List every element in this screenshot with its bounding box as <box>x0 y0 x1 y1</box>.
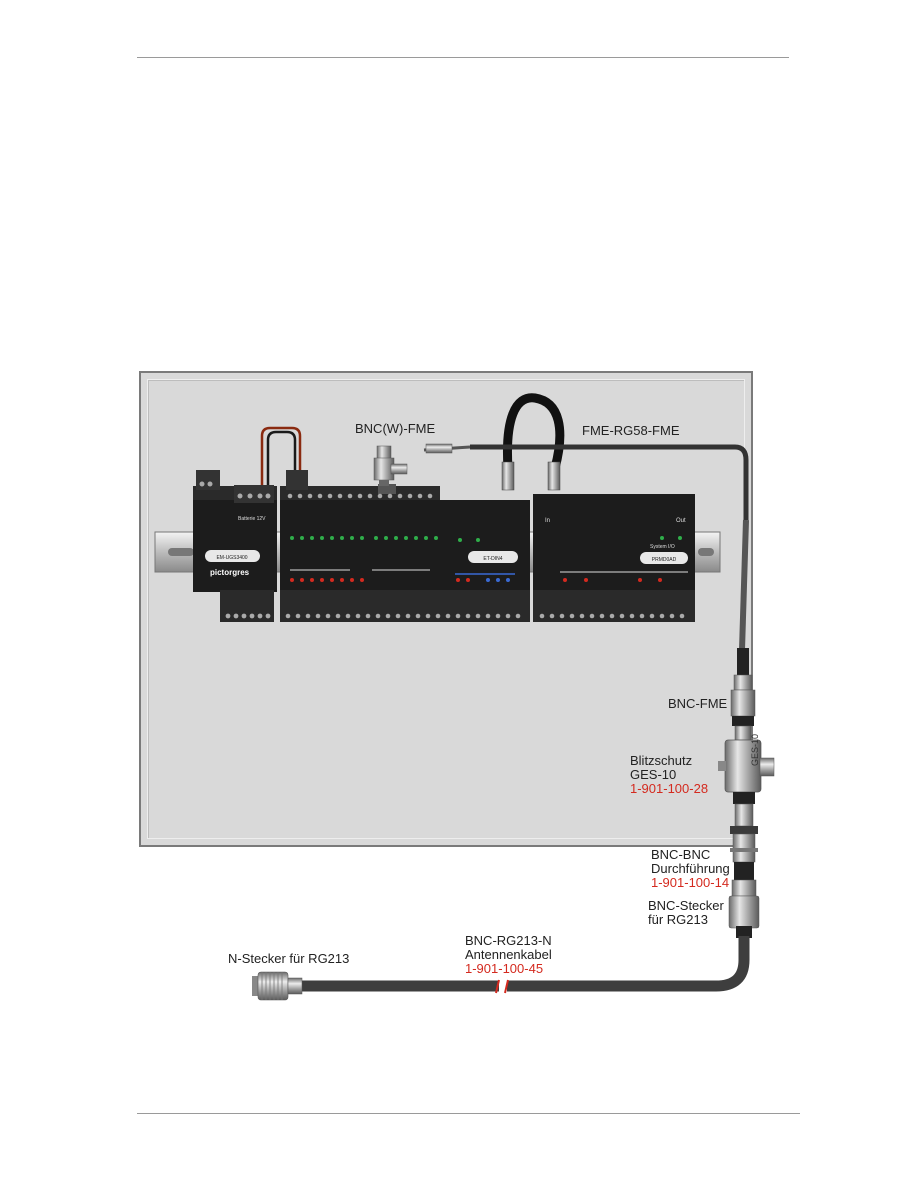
label-bnc-stecker: BNC-Stecker <box>648 898 724 913</box>
radio-module-in-label: In <box>545 518 550 524</box>
controller-module <box>193 426 302 622</box>
controller-tag: EM-UGS3400 <box>216 555 247 561</box>
label-ges10: GES-10 <box>630 767 677 782</box>
fme-rg58-cable <box>423 393 749 651</box>
controller-logo: pictorgres <box>210 568 250 577</box>
label-blitzschutz: Blitzschutz <box>630 753 693 768</box>
ges10-lightning-protector: GES-10 <box>718 734 775 804</box>
label-fuer-rg213: für RG213 <box>648 912 708 927</box>
rg213-antenna-cable <box>300 936 750 994</box>
io-module <box>280 470 530 622</box>
svg-text:GES-10: GES-10 <box>750 734 760 766</box>
controller-terminal-label: Batterie 12V <box>238 516 266 522</box>
label-bnc-bnc: BNC-BNC <box>651 847 711 862</box>
io-module-tag: ET-DIN4 <box>483 556 502 562</box>
part-number-antennenkabel: 1-901-100-45 <box>465 961 544 976</box>
label-durchfuehrung: Durchführung <box>651 861 730 876</box>
bnc-w-fme-adapter <box>373 445 408 486</box>
bnc-plug-rg213 <box>728 879 760 938</box>
label-bnc-rg213-n: BNC-RG213-N <box>465 933 552 948</box>
radio-module-status-label: System I/O <box>650 544 675 550</box>
footer-rule <box>137 1113 800 1114</box>
n-plug-rg213 <box>252 971 303 1001</box>
part-number-durchfuehrung: 1-901-100-14 <box>651 875 730 890</box>
label-antennenkabel: Antennenkabel <box>465 947 552 962</box>
radio-module <box>533 494 695 622</box>
bnc-fme-connector <box>730 648 756 741</box>
label-n-stecker: N-Stecker für RG213 <box>228 951 350 966</box>
header-rule <box>137 57 789 58</box>
radio-module-out-label: Out <box>676 518 686 524</box>
bnc-bnc-feedthrough <box>730 803 758 880</box>
label-bnc-w-fme: BNC(W)-FME <box>355 421 436 436</box>
label-bnc-fme: BNC-FME <box>668 696 728 711</box>
radio-module-tag: PRMD0AD <box>652 557 677 563</box>
label-fme-rg58-fme: FME-RG58-FME <box>582 423 680 438</box>
part-number-ges10: 1-901-100-28 <box>630 781 709 796</box>
